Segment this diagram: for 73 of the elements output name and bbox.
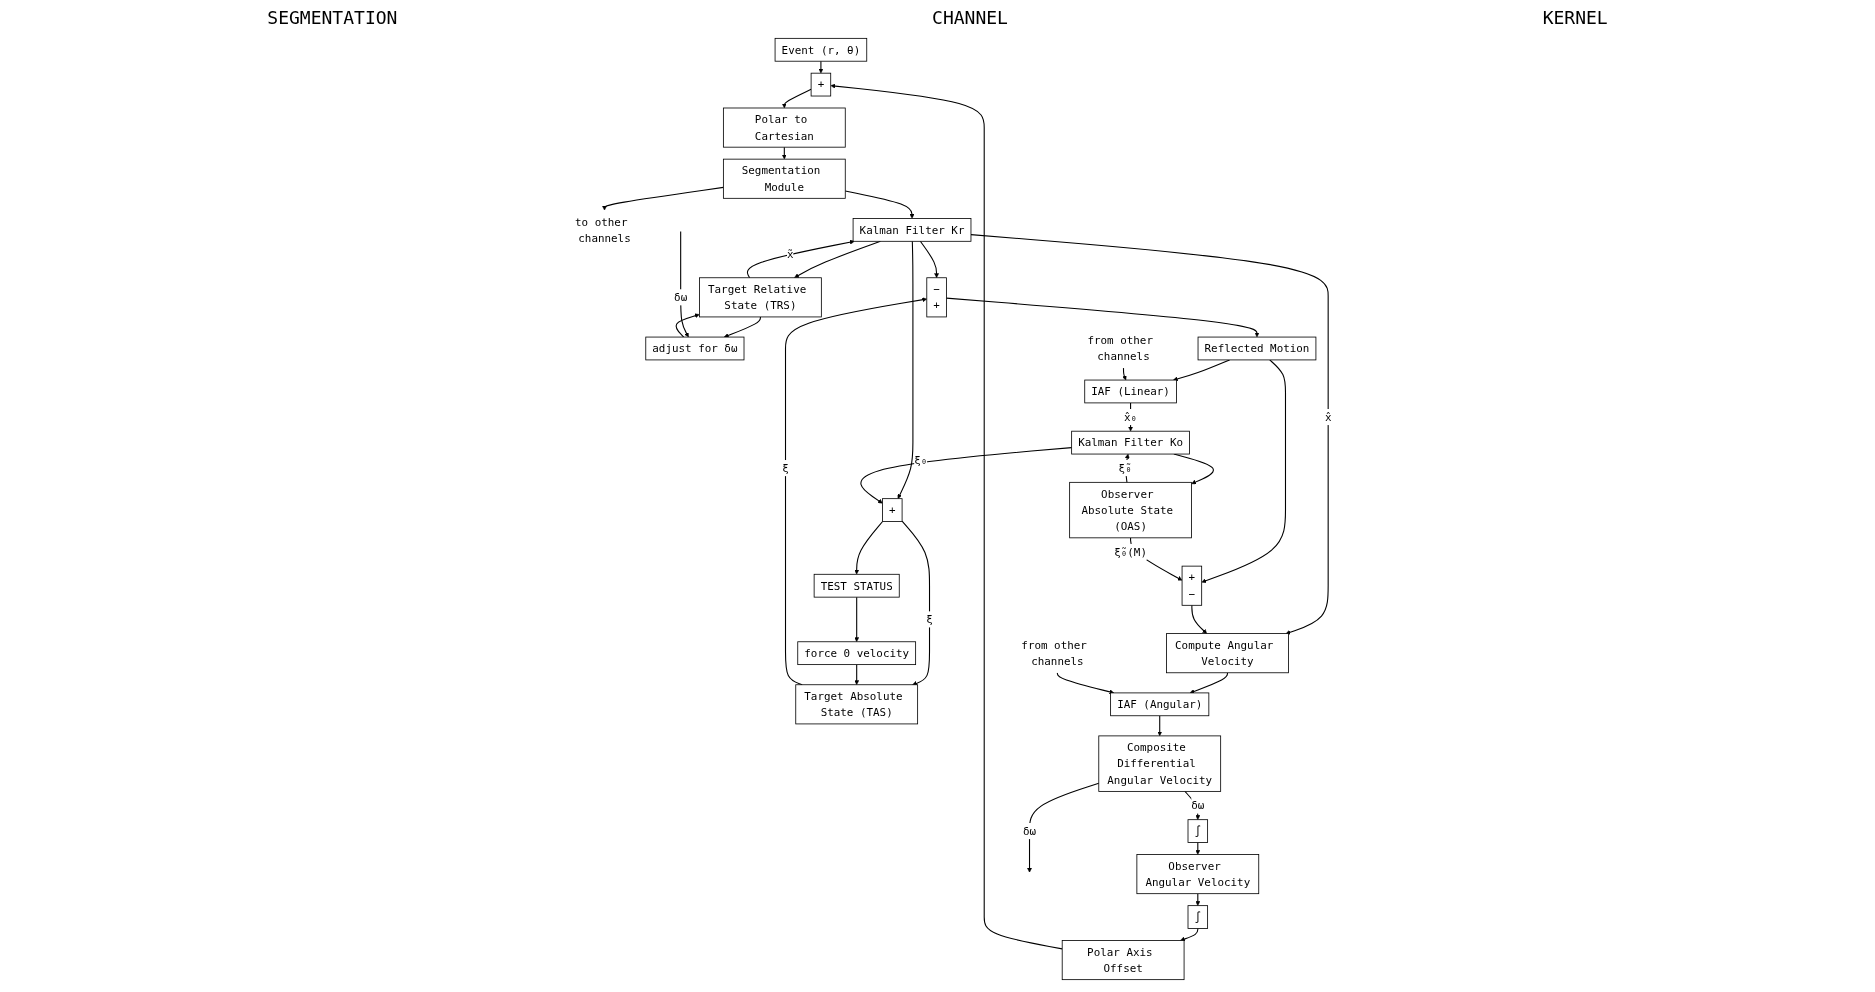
node-box: IAF (Linear) xyxy=(1084,379,1177,404)
arrow xyxy=(1195,842,1201,855)
node-box: Target Relative State (TRS) xyxy=(699,277,822,318)
edge-label: ξ̃ xyxy=(782,461,789,475)
arrow xyxy=(1124,453,1130,483)
arrow xyxy=(784,297,927,686)
node-box: Compute Angular Velocity xyxy=(1166,633,1289,674)
edge-label: ξ̃₀ xyxy=(1118,461,1132,475)
region-label: SEGMENTATION xyxy=(267,6,398,28)
arrow xyxy=(854,596,860,642)
arrow xyxy=(844,190,915,219)
arrow xyxy=(1157,715,1163,737)
node-box: Target Absolute State (TAS) xyxy=(795,684,919,725)
arrow xyxy=(818,60,824,74)
arrow xyxy=(1195,893,1201,906)
node-box: Observer Absolute State (OAS) xyxy=(1069,481,1192,539)
node-box: Segmentation Module xyxy=(722,158,846,199)
arrow xyxy=(919,240,939,278)
arrow xyxy=(746,239,855,279)
edge-label: δω̂ xyxy=(1191,799,1205,813)
node-box: − + xyxy=(926,277,947,318)
node-box: Composite Differential Angular Velocity xyxy=(1098,735,1222,792)
arrow xyxy=(945,297,1260,338)
arrow xyxy=(1191,604,1207,634)
arrow xyxy=(781,146,787,160)
arrow xyxy=(854,520,884,575)
node-text: from other channels xyxy=(1087,333,1153,364)
node-box: Kalman Filter Kr xyxy=(852,218,972,242)
node-box: ∫ xyxy=(1187,819,1209,843)
node-text: from other channels xyxy=(1021,638,1087,668)
node-box: TEST STATUS xyxy=(813,573,900,598)
edge-label: x̃ xyxy=(786,247,794,261)
node-box: force 0 velocity xyxy=(797,641,917,665)
arrow xyxy=(1027,782,1100,873)
node-box: Event (r, θ) xyxy=(774,37,868,62)
edge-label: δω̂ xyxy=(674,290,688,304)
arrow xyxy=(860,447,1073,504)
arrow xyxy=(602,186,724,211)
edge-label: x̂ xyxy=(1324,410,1332,424)
edge-label: x̂₀ xyxy=(1124,410,1138,424)
node-box: Polar to Cartesian xyxy=(722,107,846,148)
node-box: ∫ xyxy=(1187,905,1209,929)
node-box: adjust for δω̂ xyxy=(645,336,745,361)
node-box: + xyxy=(810,72,832,97)
region-label: CHANNEL xyxy=(932,6,1008,28)
node-box: Observer Angular Velocity xyxy=(1136,854,1260,895)
edge-label: ξ̂ xyxy=(926,612,933,626)
region-label: KERNEL xyxy=(1542,6,1608,28)
edge-label: ξ₀ xyxy=(914,454,928,468)
node-box: IAF (Angular) xyxy=(1110,692,1210,717)
arrow xyxy=(901,520,931,686)
node-box: Reflected Motion xyxy=(1197,336,1317,361)
node-box: Polar Axis Offset xyxy=(1061,940,1185,981)
arrow xyxy=(1122,367,1127,381)
arrow xyxy=(970,234,1329,635)
node-box: + xyxy=(882,498,903,522)
edge-label: ξ̃₀(M) xyxy=(1114,545,1147,559)
arrow xyxy=(781,88,812,109)
node-box: Kalman Filter Ko xyxy=(1071,430,1190,455)
node-text: to other channels xyxy=(575,215,631,245)
arrow xyxy=(723,316,761,338)
arrow xyxy=(1189,672,1228,694)
arrow xyxy=(1180,927,1199,942)
arrow xyxy=(854,664,860,685)
edge-label: δω̂ xyxy=(1022,824,1037,838)
arrow xyxy=(1128,402,1133,432)
arrow xyxy=(897,240,914,499)
arrow xyxy=(680,230,689,338)
arrow xyxy=(1056,672,1115,695)
arrow xyxy=(830,83,1063,950)
arrow xyxy=(675,313,700,338)
arrow xyxy=(1201,359,1287,583)
node-box: + − xyxy=(1181,565,1203,606)
